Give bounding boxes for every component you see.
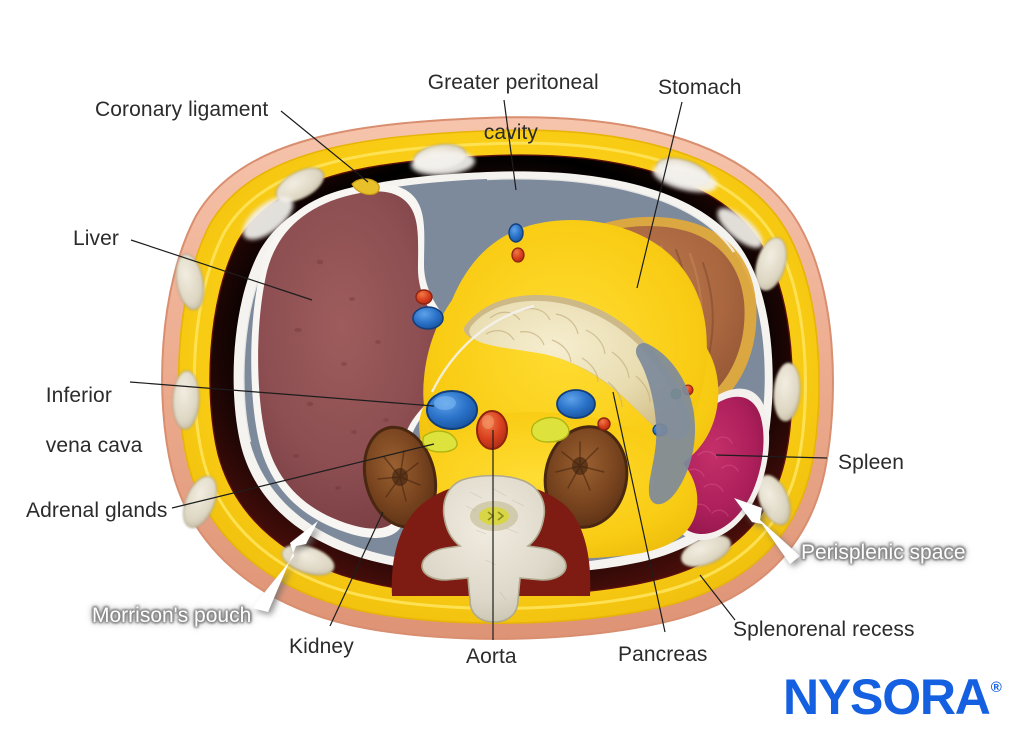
leader-spleen (715, 454, 828, 459)
label-greater-peritoneal-cavity-line2: cavity (483, 121, 539, 144)
pancreas-lobules (485, 308, 651, 408)
label-spleen: Spleen (838, 451, 904, 474)
lung-recess-highlights (242, 150, 763, 248)
pancreas-organ (463, 295, 690, 440)
leader-liver (130, 239, 313, 301)
nysora-wordmark: NYSORA (783, 669, 991, 725)
left-gastric-artery (511, 247, 525, 263)
vertebral-body (421, 474, 567, 623)
small-vessel-right-upper (415, 289, 433, 305)
left-renal-hilum (555, 441, 605, 491)
label-inferior-vena-cava: Inferior vena cava (22, 358, 143, 483)
superior-mesenteric-artery (597, 417, 611, 431)
aorta-highlight (482, 415, 494, 429)
label-stomach: Stomach (658, 76, 742, 99)
liver-texture (292, 259, 389, 490)
label-coronary-ligament: Coronary ligament (95, 98, 269, 121)
label-greater-peritoneal-cavity-line1: Greater peritoneal (427, 71, 599, 94)
kidneys (362, 425, 629, 529)
perisplenic-space-arrow (734, 498, 800, 564)
nysora-logo: NYSORA® (783, 662, 1002, 723)
right-renal-hilum (377, 450, 421, 502)
leader-coronary-ligament (280, 110, 369, 183)
left-adrenal-gland (530, 416, 570, 443)
label-splenorenal-recess: Splenorenal recess (733, 618, 915, 641)
leader-splenorenal-recess (699, 574, 736, 621)
label-liver: Liver (73, 227, 120, 250)
vertebral-trabeculae (465, 487, 525, 601)
leader-lines (129, 99, 828, 640)
liver-organ (251, 178, 466, 538)
leader-inferior-vena-cava (129, 381, 435, 407)
callout-arrows (252, 498, 800, 612)
morrisons-pouch-arrow (252, 521, 318, 612)
leader-pancreas (612, 391, 666, 633)
ivc-highlight (434, 396, 456, 410)
label-adrenal-glands: Adrenal glands (26, 499, 168, 522)
right-adrenal-gland (422, 430, 458, 453)
label-kidney: Kidney (289, 635, 354, 658)
portal-vein (412, 306, 444, 330)
right-kidney (362, 425, 438, 529)
adrenal-glands (422, 416, 570, 453)
splenic-vein (556, 389, 596, 419)
pancreas (469, 300, 681, 434)
callout-perisplenic-space: Perisplenic space (792, 538, 975, 569)
aorta (476, 410, 508, 450)
leader-adrenal-glands (171, 443, 435, 509)
callout-morrisons-pouch: Morrison's pouch (83, 601, 261, 632)
label-aorta: Aorta (466, 645, 517, 668)
leader-greater-peritoneal (503, 99, 517, 191)
inferior-vena-cava (426, 390, 478, 430)
left-kidney (543, 425, 629, 529)
liver (258, 191, 457, 529)
peritoneal-reflections (242, 177, 736, 443)
label-pancreas: Pancreas (618, 643, 708, 666)
splenorenal-recess-space (635, 342, 696, 505)
left-gastric-vein (508, 223, 524, 243)
vertebra (391, 474, 591, 623)
leader-kidney (329, 511, 384, 627)
label-greater-peritoneal-cavity: Greater peritoneal cavity (404, 45, 599, 170)
label-ivc-line2: vena cava (45, 434, 143, 457)
leader-stomach (636, 101, 683, 289)
registered-trademark-icon: ® (990, 679, 1002, 696)
label-ivc-line1: Inferior (45, 384, 112, 407)
